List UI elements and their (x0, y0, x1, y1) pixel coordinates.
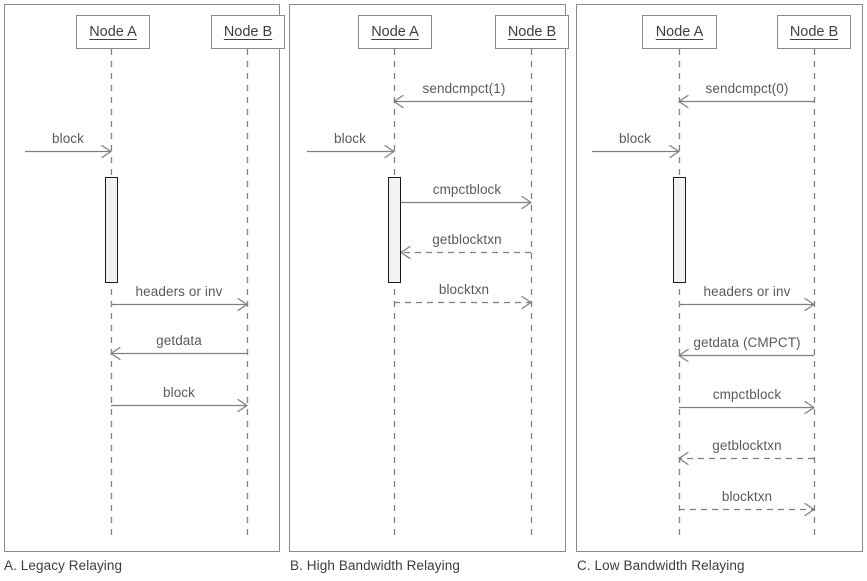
node-label: Node A (655, 24, 704, 40)
node-label: Node B (507, 24, 557, 40)
message-label-block: block (162, 385, 196, 400)
message-label-cmpctblock: cmpctblock (432, 182, 502, 197)
panel-caption-c: C. Low Bandwidth Relaying (577, 558, 745, 573)
node-box-node-a[interactable]: Node A (358, 15, 432, 49)
message-label-getblocktxn: getblocktxn (712, 438, 782, 453)
message-label-block: block (51, 131, 85, 146)
diagram-panel-c: Node A Node B sendcmpct(0) block headers or … (576, 4, 863, 552)
message-cmpctblock (401, 195, 532, 210)
panel-caption-b: B. High Bandwidth Relaying (290, 558, 460, 573)
message-cmpctblock (679, 400, 815, 415)
message-label-getdata-cmpct: getdata (CMPCT) (693, 335, 801, 350)
message-label-cmpctblock: cmpctblock (712, 387, 782, 402)
node-box-node-a[interactable]: Node A (76, 15, 150, 49)
message-arrowhead (110, 346, 121, 361)
message-blocktxn (394, 295, 532, 310)
message-getblocktxn (400, 245, 531, 260)
message-arrowhead (678, 451, 689, 466)
message-sendcmpct-0 (678, 94, 814, 109)
message-arrowhead (678, 94, 689, 109)
message-arrowhead (384, 144, 395, 159)
activation-bar-node-a-processing (673, 177, 686, 283)
node-label: Node B (789, 24, 839, 40)
message-getblocktxn (678, 451, 814, 466)
message-headers-or-inv (111, 297, 248, 312)
panel-drawing-layer (592, 49, 816, 540)
node-box-node-a[interactable]: Node A (642, 15, 717, 49)
node-label: Node B (223, 24, 273, 40)
message-arrowhead (804, 502, 815, 517)
panel-caption-a: A. Legacy Relaying (4, 558, 123, 573)
message-arrowhead (237, 297, 248, 312)
message-arrowhead (393, 94, 404, 109)
message-sendcmpct-1 (393, 94, 531, 109)
node-label: Node A (371, 24, 419, 40)
panel-drawing-layer (307, 49, 533, 540)
message-label-block: block (333, 131, 367, 146)
message-headers-or-inv (679, 297, 815, 312)
message-arrowhead (237, 398, 248, 413)
message-arrowhead (400, 245, 411, 260)
diagram-panel-b: Node A Node B sendcmpct(1) block cmpctblock g… (289, 4, 569, 552)
message-label-getdata: getdata (156, 333, 202, 348)
message-label-headers-or-inv: headers or inv (703, 284, 791, 299)
message-arrowhead (804, 297, 815, 312)
activation-bar-node-a-processing (105, 177, 118, 283)
message-getdata (110, 346, 247, 361)
message-label-headers-or-inv: headers or inv (135, 284, 223, 299)
message-block (111, 398, 248, 413)
node-box-node-b[interactable]: Node B (495, 15, 569, 49)
message-block (25, 144, 112, 159)
message-arrowhead (678, 348, 689, 363)
node-label: Node A (89, 24, 137, 40)
message-label-blocktxn: blocktxn (438, 282, 490, 297)
message-block (307, 144, 395, 159)
message-arrowhead (521, 195, 532, 210)
node-box-node-b[interactable]: Node B (211, 15, 285, 49)
message-label-block: block (618, 131, 652, 146)
node-box-node-b[interactable]: Node B (777, 15, 851, 49)
message-blocktxn (679, 502, 815, 517)
message-arrowhead (804, 400, 815, 415)
message-label-sendcmpct-0: sendcmpct(0) (705, 81, 789, 96)
message-arrowhead (669, 144, 680, 159)
message-label-blocktxn: blocktxn (721, 489, 773, 504)
message-getdata-cmpct (678, 348, 814, 363)
message-arrowhead (521, 295, 532, 310)
activation-bar-node-a-processing (388, 177, 401, 283)
message-label-sendcmpct-1: sendcmpct(1) (422, 81, 506, 96)
message-arrowhead (101, 144, 112, 159)
panel-drawing-layer (25, 49, 249, 540)
message-label-getblocktxn: getblocktxn (432, 232, 502, 247)
diagram-panel-a: Node A Node B block headers or inv getdata bl… (4, 4, 285, 552)
message-block (592, 144, 680, 159)
